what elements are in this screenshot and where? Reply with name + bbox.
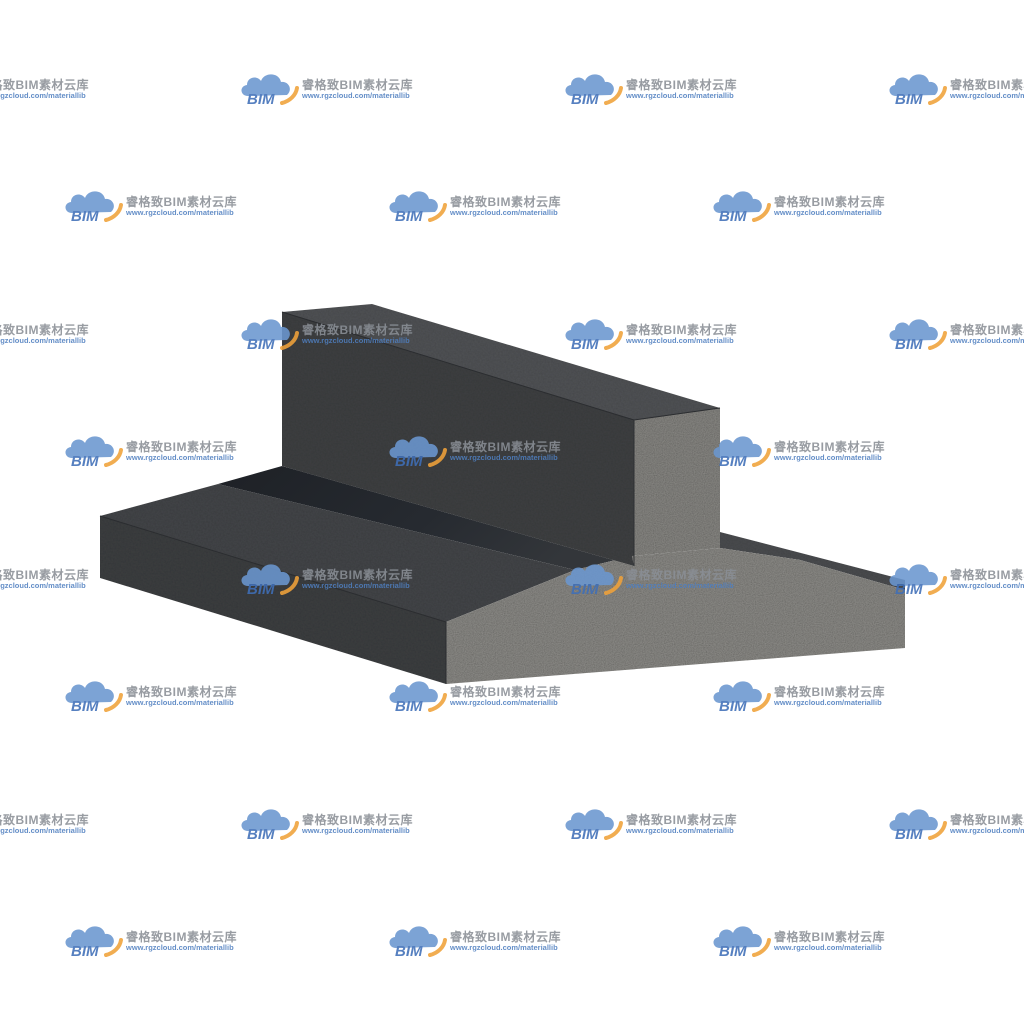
wall-end-face bbox=[632, 408, 720, 566]
slab-left-face bbox=[100, 516, 446, 684]
slab-top-left bbox=[100, 484, 575, 622]
slab-shadow bbox=[218, 466, 632, 570]
slab-top-right bbox=[720, 532, 905, 590]
slab-front-face bbox=[446, 548, 905, 684]
edge-lines bbox=[99, 515, 447, 684]
wall-front-face bbox=[282, 312, 634, 566]
wall-top-face bbox=[282, 304, 720, 420]
